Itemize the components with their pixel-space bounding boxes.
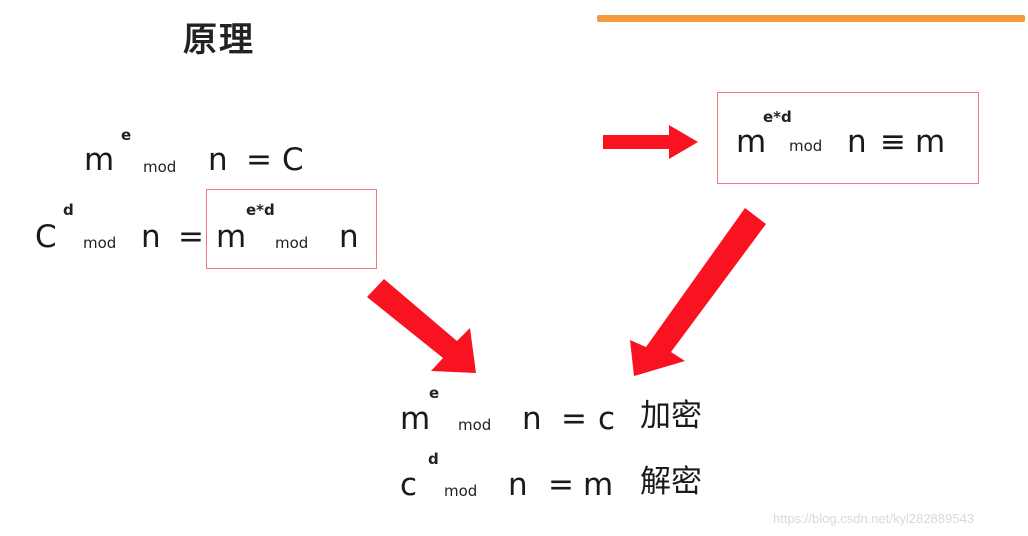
- formula-mod: mod: [83, 234, 117, 252]
- formula-result: C: [282, 142, 304, 178]
- arrow-right-icon: [603, 125, 698, 159]
- formula-exponent: d: [63, 201, 74, 219]
- identity-mod: mod: [789, 137, 823, 155]
- decrypt-result: m: [583, 467, 614, 503]
- encrypt-label: 加密: [640, 398, 702, 434]
- page-title: 原理: [183, 20, 255, 60]
- identity-base: m: [736, 124, 767, 160]
- encrypt-modulus: n: [522, 401, 542, 437]
- identity-congruent: ≡: [880, 124, 906, 160]
- arrow-down-left-icon: [630, 208, 766, 376]
- formula-base: m: [84, 142, 115, 178]
- decrypt-mod: mod: [444, 482, 478, 500]
- identity-exponent: e*d: [763, 108, 792, 126]
- identity-modulus: n: [847, 124, 867, 160]
- boxed-modulus: n: [339, 219, 359, 255]
- decrypt-modulus: n: [508, 467, 528, 503]
- boxed-mod: mod: [275, 234, 309, 252]
- decrypt-base: c: [400, 467, 418, 503]
- accent-line: [597, 15, 1025, 22]
- encrypt-equals: =: [561, 401, 587, 437]
- decrypt-equals: =: [548, 467, 574, 503]
- arrow-down-right-icon: [367, 279, 476, 373]
- decrypt-label: 解密: [640, 464, 702, 500]
- formula-base: C: [35, 219, 57, 255]
- boxed-base: m: [216, 219, 247, 255]
- formula-modulus: n: [208, 142, 228, 178]
- boxed-exponent: e*d: [246, 201, 275, 219]
- encrypt-result: c: [598, 401, 616, 437]
- encrypt-exponent: e: [429, 384, 440, 402]
- watermark: https://blog.csdn.net/kyl282889543: [773, 511, 974, 526]
- identity-result: m: [915, 124, 946, 160]
- formula-equals: =: [246, 142, 272, 178]
- formula-mod: mod: [143, 158, 177, 176]
- decrypt-exponent: d: [428, 450, 439, 468]
- formula-modulus: n: [141, 219, 161, 255]
- encrypt-mod: mod: [458, 416, 492, 434]
- formula-exponent: e: [121, 126, 132, 144]
- highlight-box-right: [717, 92, 979, 184]
- formula-equals: =: [178, 219, 204, 255]
- highlight-box-left: [206, 189, 377, 269]
- encrypt-base: m: [400, 401, 431, 437]
